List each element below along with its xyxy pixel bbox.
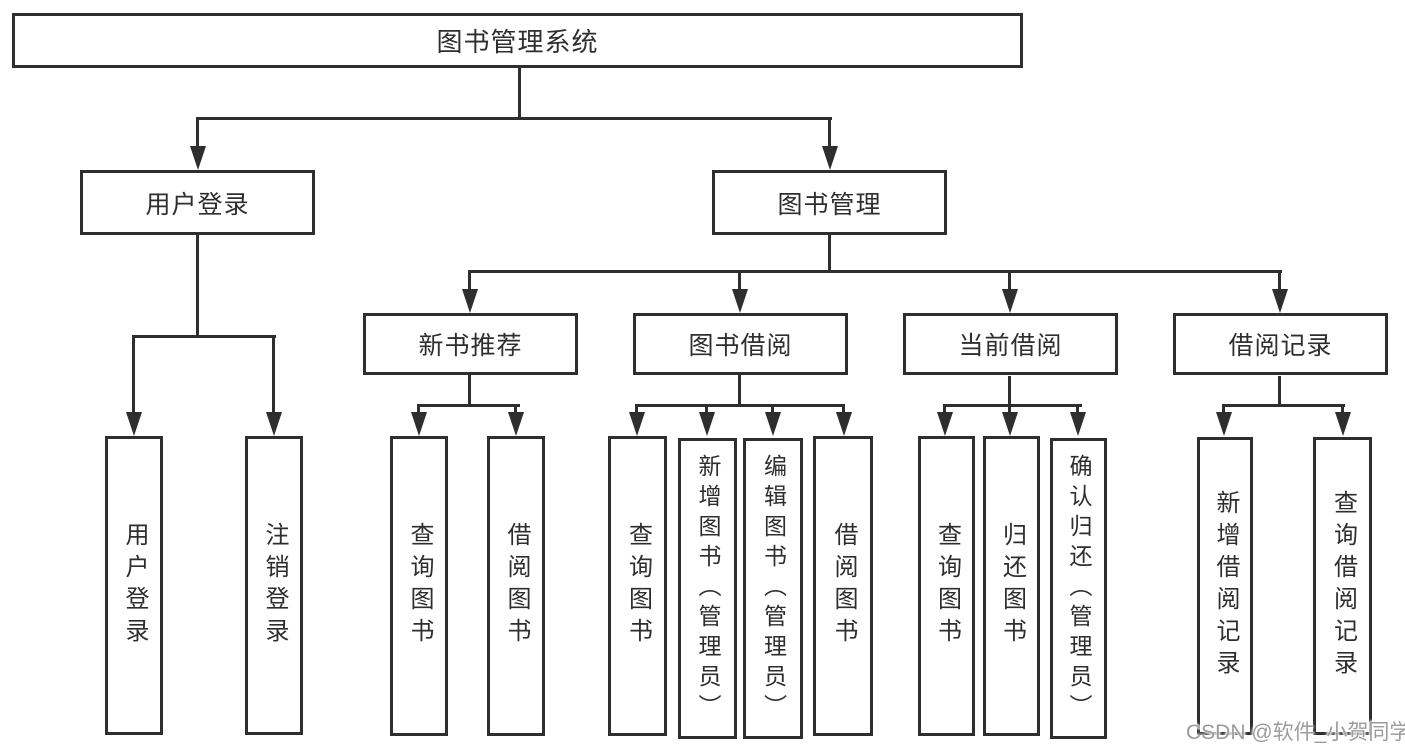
leaf-label: 查询借阅记录 bbox=[1329, 490, 1357, 682]
connector-line bbox=[738, 270, 741, 291]
leaf-add-book-admin: 新增图书（管理员） bbox=[678, 438, 737, 739]
leaf-label: 编辑图书（管理员） bbox=[760, 453, 787, 724]
node-current-borrowing: 当前借阅 bbox=[903, 313, 1118, 375]
leaf-label: 查询图书 bbox=[406, 522, 433, 650]
arrow-down-icon bbox=[765, 412, 781, 436]
arrow-down-icon bbox=[1070, 412, 1086, 436]
leaf-label: 用户登录 bbox=[121, 521, 148, 650]
arrow-down-icon bbox=[1216, 412, 1232, 436]
leaf-query-books-recommend: 查询图书 bbox=[390, 436, 448, 736]
leaf-label: 新增图书（管理员） bbox=[695, 453, 721, 724]
node-new-book-recommend: 新书推荐 bbox=[363, 313, 578, 375]
arrow-down-icon bbox=[1002, 289, 1018, 313]
connector-line bbox=[771, 404, 774, 414]
leaf-return-books: 归还图书 bbox=[983, 436, 1040, 736]
leaf-query-books-current: 查询图书 bbox=[918, 436, 975, 736]
leaf-label: 归还图书 bbox=[998, 522, 1026, 650]
leaf-label: 借阅图书 bbox=[830, 522, 857, 650]
arrow-down-icon bbox=[732, 289, 748, 313]
arrow-down-icon bbox=[190, 146, 206, 170]
leaf-query-books-borrowing: 查询图书 bbox=[608, 436, 667, 736]
leaf-add-borrow-record: 新增借阅记录 bbox=[1197, 437, 1253, 735]
node-user-login: 用户登录 bbox=[80, 170, 315, 235]
arrow-down-icon bbox=[699, 412, 715, 436]
node-label: 图书管理系统 bbox=[436, 27, 599, 57]
connector-line bbox=[468, 270, 471, 291]
arrow-down-icon bbox=[1335, 412, 1351, 436]
arrow-down-icon bbox=[1272, 289, 1288, 313]
connector-line bbox=[1278, 376, 1281, 407]
node-label: 新书推荐 bbox=[418, 332, 523, 360]
connector-line bbox=[1008, 376, 1011, 407]
leaf-label: 查询图书 bbox=[624, 522, 652, 650]
node-label: 图书借阅 bbox=[688, 332, 793, 360]
connector-line bbox=[1008, 404, 1011, 414]
connector-line bbox=[705, 404, 708, 414]
node-label: 图书管理 bbox=[777, 190, 882, 219]
connector-line bbox=[518, 66, 521, 119]
leaf-borrow-books-recommend: 借阅图书 bbox=[487, 436, 545, 736]
leaf-query-borrow-record: 查询借阅记录 bbox=[1313, 437, 1372, 735]
connector-line bbox=[943, 404, 946, 414]
leaf-confirm-return-admin: 确认归还（管理员） bbox=[1050, 438, 1107, 739]
connector-line bbox=[828, 117, 831, 148]
connector-line bbox=[132, 335, 135, 413]
node-book-borrowing: 图书借阅 bbox=[633, 313, 848, 375]
connector-line bbox=[1008, 270, 1011, 291]
connector-line bbox=[635, 404, 638, 414]
arrow-down-icon bbox=[629, 412, 645, 436]
leaf-label: 注销登录 bbox=[261, 521, 288, 650]
connector-line bbox=[196, 234, 199, 338]
connector-line bbox=[132, 335, 276, 338]
arrow-down-icon bbox=[266, 412, 282, 436]
node-borrowing-records: 借阅记录 bbox=[1173, 313, 1388, 375]
leaf-user-login: 用户登录 bbox=[105, 436, 163, 735]
connector-line bbox=[842, 404, 845, 414]
connector-line bbox=[1222, 404, 1225, 414]
leaf-label: 借阅图书 bbox=[503, 522, 530, 650]
connector-line bbox=[1076, 404, 1079, 414]
connector-line bbox=[468, 374, 471, 407]
connector-line bbox=[1278, 270, 1281, 291]
connector-line bbox=[417, 404, 520, 407]
connector-line bbox=[468, 270, 1282, 273]
leaf-label: 确认归还（管理员） bbox=[1066, 453, 1092, 724]
connector-line bbox=[943, 404, 1082, 407]
leaf-label: 新增借阅记录 bbox=[1212, 490, 1239, 682]
arrow-down-icon bbox=[937, 412, 953, 436]
node-label: 当前借阅 bbox=[958, 332, 1063, 360]
connector-line bbox=[196, 117, 832, 120]
csdn-watermark: CSDN @软件_小贺同学 bbox=[1186, 721, 1405, 744]
connector-line bbox=[1341, 404, 1344, 414]
leaf-label: 查询图书 bbox=[933, 522, 961, 650]
connector-line bbox=[514, 404, 517, 414]
connector-line bbox=[635, 404, 845, 407]
arrow-down-icon bbox=[126, 412, 142, 436]
node-label: 借阅记录 bbox=[1228, 332, 1333, 360]
arrow-down-icon bbox=[1002, 412, 1018, 436]
leaf-edit-book-admin: 编辑图书（管理员） bbox=[743, 438, 803, 739]
arrow-down-icon bbox=[836, 412, 852, 436]
leaf-borrow-books-borrowing: 借阅图书 bbox=[813, 436, 873, 736]
leaf-logout: 注销登录 bbox=[245, 436, 303, 735]
arrow-down-icon bbox=[411, 412, 427, 436]
arrow-down-icon bbox=[822, 146, 838, 170]
node-book-management: 图书管理 bbox=[712, 170, 947, 235]
connector-line bbox=[738, 374, 741, 407]
connector-line bbox=[1222, 404, 1345, 407]
connector-line bbox=[196, 117, 199, 148]
connector-line bbox=[828, 234, 831, 273]
connector-line bbox=[272, 335, 275, 413]
node-library-system: 图书管理系统 bbox=[12, 13, 1023, 68]
connector-line bbox=[417, 404, 420, 414]
arrow-down-icon bbox=[462, 289, 478, 313]
node-label: 用户登录 bbox=[145, 190, 250, 219]
arrow-down-icon bbox=[508, 412, 524, 436]
